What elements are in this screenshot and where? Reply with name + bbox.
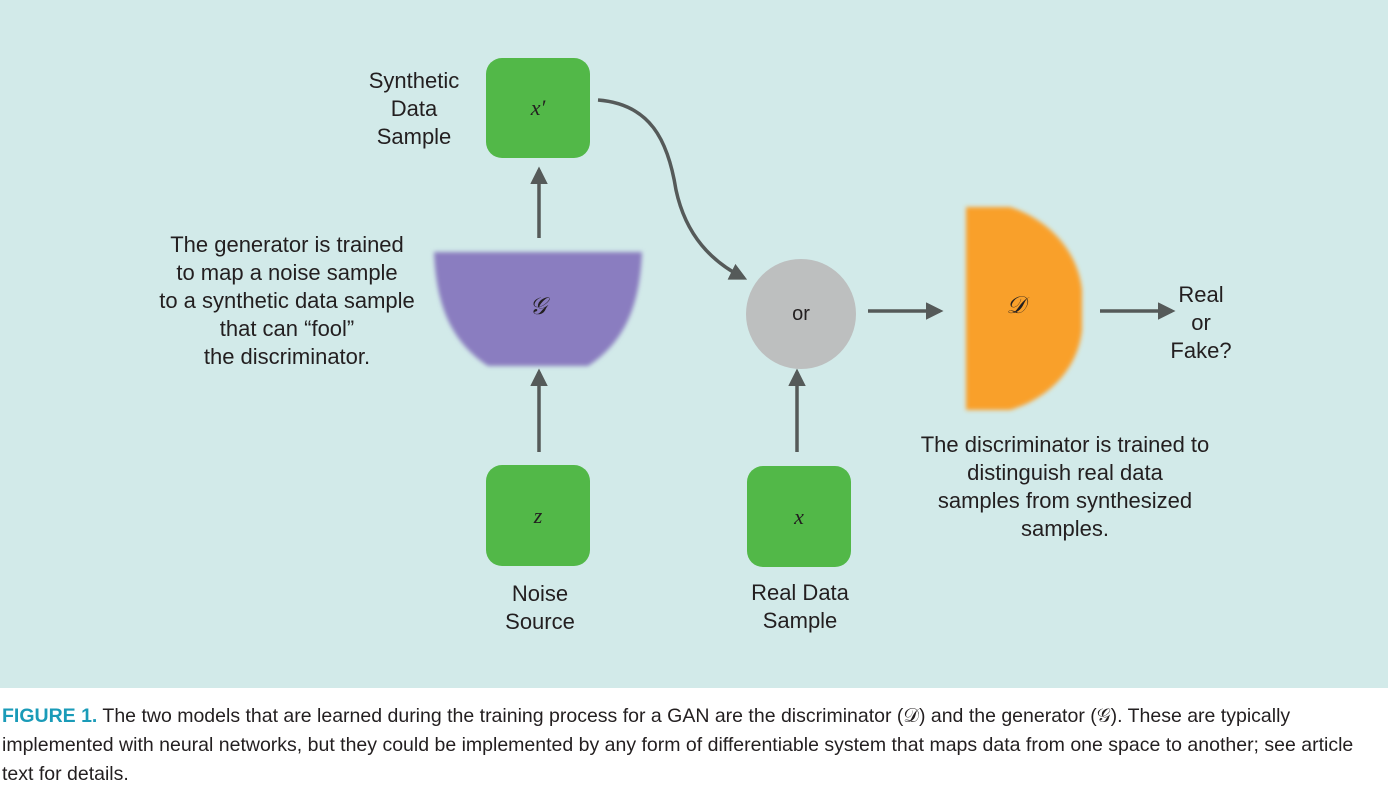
real-sample-symbol: x (794, 503, 804, 529)
discriminator-symbol: 𝒟 (1006, 293, 1026, 319)
figure-panel (0, 0, 1388, 688)
real-sample-box: x (747, 466, 851, 567)
figure-caption: FIGURE 1. The two models that are learne… (2, 702, 1384, 789)
synthetic-sample-symbol: x′ (530, 95, 546, 120)
caption-text: The two models that are learned during t… (2, 705, 1354, 785)
generator-shape (434, 252, 642, 366)
or-label: or (792, 302, 810, 325)
generator-symbol: 𝒢 (529, 294, 547, 320)
discriminator-annotation: The discriminator is trained to distingu… (920, 432, 1210, 541)
synthetic-sample-label: Synthetic Data Sample (368, 68, 460, 149)
real-sample-label: Real Data Sample (751, 580, 849, 633)
noise-symbol: z (533, 502, 543, 528)
caption-label: FIGURE 1. (2, 705, 98, 727)
arrow-sample-to-or (597, 98, 748, 280)
noise-box: z (486, 465, 590, 566)
noise-label: Noise Source (505, 581, 575, 634)
diagram-canvas (434, 98, 1176, 452)
generator-annotation: The generator is trained to map a noise … (159, 232, 415, 369)
output-label: Real or Fake? (1170, 282, 1232, 363)
synthetic-sample-box: x′ (486, 58, 590, 158)
discriminator-shape (966, 207, 1082, 410)
or-node: or (746, 259, 856, 369)
